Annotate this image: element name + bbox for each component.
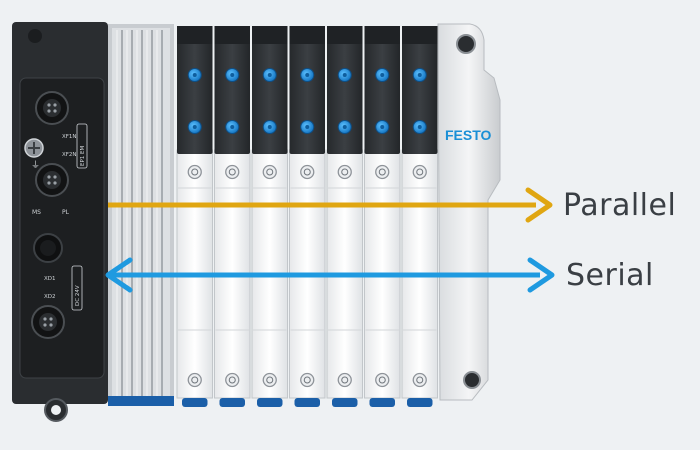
port-label-xd2: XD2 [44,294,56,300]
port-label-xf1n: XF1N [62,134,77,140]
screw-icon [300,164,315,180]
valve-row [176,26,438,407]
serial-label: Serial [566,258,654,293]
m12-connector-xf2n [35,163,69,197]
port-side-label-b: DC 24V [75,285,81,306]
screw-icon [337,372,352,388]
screw-icon [375,164,390,180]
status-label-ms: MS [32,209,41,216]
m12-connector-xf1n [35,91,69,125]
right-end-plate: FESTO [437,23,501,401]
separator-module [108,24,174,406]
port-side-label-a: EP1 EM [80,145,86,166]
screw-icon [225,372,240,388]
screw-icon [300,372,315,388]
ground-screw: ⏚ [24,138,44,171]
screw-icon [262,164,277,180]
connector-cap [33,233,63,263]
parallel-arrow [108,187,553,223]
valve-module [214,26,251,407]
screw-icon [337,164,352,180]
status-label-pl: PL [62,209,70,216]
valve-module [364,26,401,407]
port-label-xd1: XD1 [44,276,56,282]
screw-icon [187,164,202,180]
screw-icon [225,164,240,180]
svg-text:⏚: ⏚ [31,160,40,171]
valve-module [326,26,363,407]
screw-icon [412,372,427,388]
valve-module [289,26,326,407]
screw-icon [375,372,390,388]
electrical-interface-module: ⏚ XF1N XF2N EP1 EM MS PL XD1 XD2 DC 2 [12,22,108,422]
valve-module [176,26,213,407]
valve-module [401,26,438,407]
port-label-xf2n: XF2N [62,152,77,158]
screw-icon [412,164,427,180]
parallel-label: Parallel [563,188,677,223]
valve-module [251,26,288,407]
m12-connector-xd2 [31,305,65,339]
serial-arrow [105,257,555,293]
brand-logo: FESTO [445,127,492,143]
screw-icon [262,372,277,388]
screw-icon [187,372,202,388]
